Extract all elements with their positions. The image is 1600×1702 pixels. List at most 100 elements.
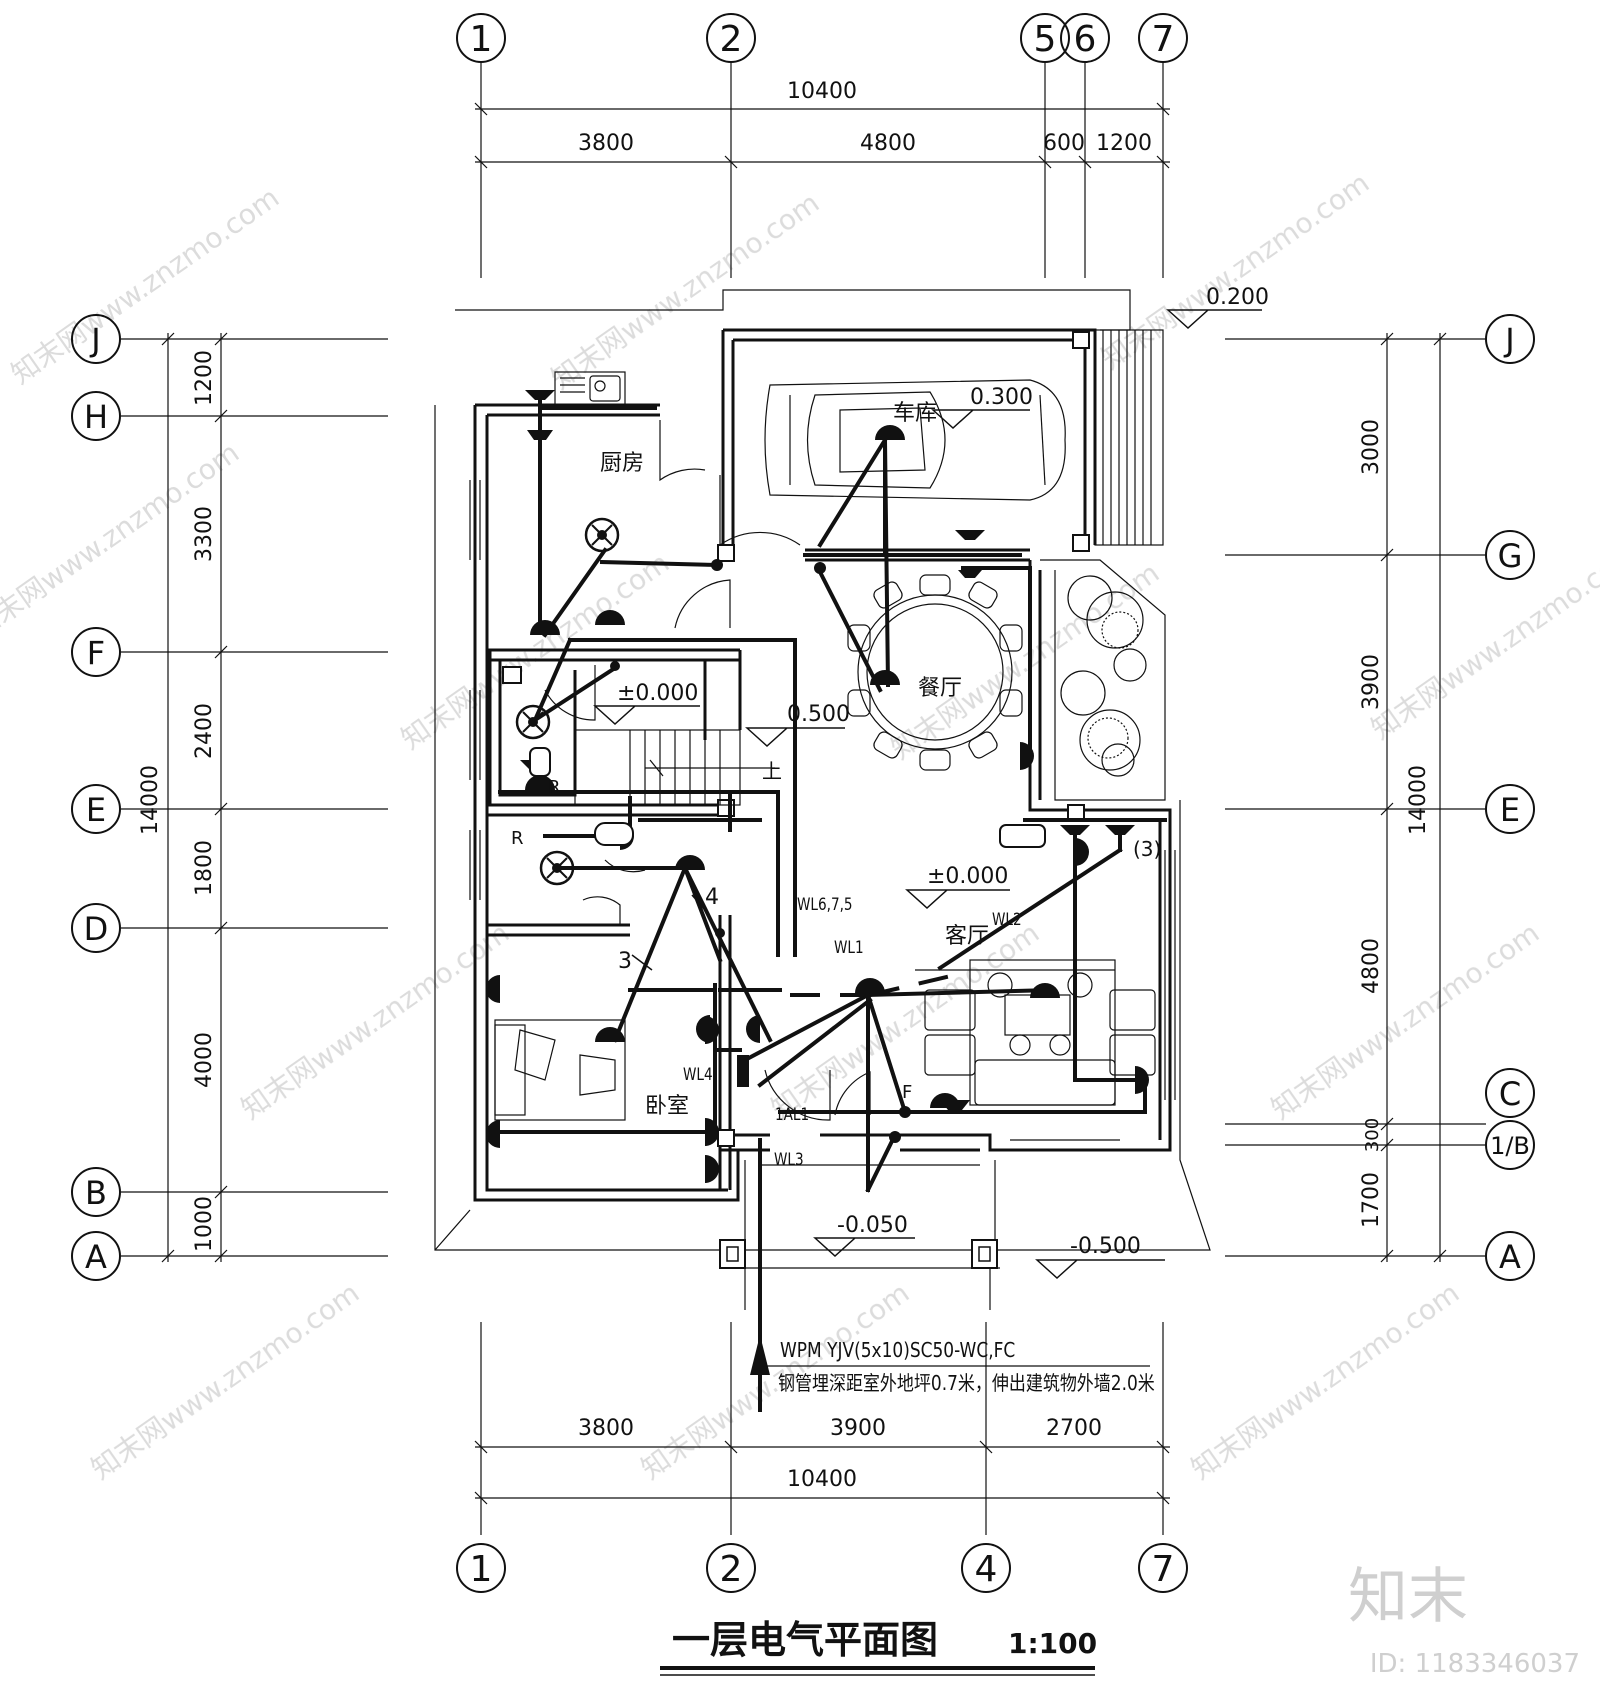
feeder-cable-spec: WPM YJV(5x10)SC50-WC,FC <box>780 1340 1015 1363</box>
brand-watermark: 知末 ID: 1183346037 <box>1348 1562 1580 1679</box>
water-heater-icon <box>502 666 522 684</box>
circuit-count: 3 <box>618 949 632 974</box>
dim-left: 1800 <box>192 840 217 896</box>
dim-bottom: 3800 <box>578 1416 634 1441</box>
axis-bubble <box>706 1543 756 1593</box>
dim-left: 3300 <box>192 506 217 562</box>
switch-icon <box>610 661 620 671</box>
feeder-arrow <box>750 1335 770 1375</box>
watermark-text: 知末网www.znzmo.com <box>1365 536 1600 746</box>
circuit-tags: WL6,7,5 WL1 WL2 WL3 WL4 1AL1 3 4 (3) F R… <box>511 759 1161 1169</box>
room-living: 客厅 <box>945 924 989 949</box>
wall-socket-icon <box>705 1118 719 1146</box>
axis-label: B <box>85 1174 107 1212</box>
dim-right: 3900 <box>1359 654 1384 710</box>
dim-left: 1200 <box>192 350 217 406</box>
wall-socket-icon <box>696 1015 710 1043</box>
axis-label: 6 <box>1074 19 1097 60</box>
circuit-wl675: WL6,7,5 <box>797 895 853 915</box>
brand-logo-text: 知末 <box>1348 1562 1468 1632</box>
axis-bubbles: 1 2 5 6 7 1 2 4 7 J H F E D B A J <box>71 13 1535 1593</box>
axis-label: 7 <box>1152 19 1175 60</box>
washbasin-icon <box>594 822 634 846</box>
axis-label: 4 <box>975 1549 998 1590</box>
level-outdoor: -0.500 <box>1070 1234 1141 1259</box>
fan-switch-tag: F <box>902 1082 912 1103</box>
wall-light-icon <box>1060 825 1090 835</box>
building-walls <box>434 289 1211 1310</box>
switch-icon <box>814 562 826 574</box>
wall-socket-icon <box>1020 742 1034 770</box>
dining-table <box>847 574 1023 771</box>
room-garage: 车库 <box>893 401 937 426</box>
axis-label: A <box>1499 1238 1521 1276</box>
garden-plants <box>1060 575 1147 777</box>
wall-socket-icon <box>486 975 500 1003</box>
fixtures <box>486 390 1149 1183</box>
watermark-text: 知末网www.znzmo.com <box>235 916 515 1126</box>
axis-label: 1 <box>470 19 493 60</box>
ceiling-light-icon <box>530 620 560 635</box>
axis-label: D <box>84 910 109 948</box>
dim-top: 4800 <box>860 131 916 156</box>
axis-bubble <box>1138 1543 1188 1593</box>
ceiling-light-icon <box>1030 983 1060 998</box>
level-bath: ±0.000 <box>617 681 698 706</box>
room-labels: 厨房 车库 餐厅 客厅 卧室 <box>600 401 989 1119</box>
distribution-panel-icon <box>737 1055 749 1087</box>
wall-light-icon <box>525 390 555 400</box>
axis-grid-lines <box>121 62 1486 1535</box>
axis-bubble <box>1060 13 1110 63</box>
entrance-steps <box>1040 329 1166 801</box>
axis-label: 1 <box>470 1549 493 1590</box>
level-living: ±0.000 <box>927 864 1008 889</box>
axis-label: E <box>1500 791 1520 829</box>
dim-left: 4000 <box>192 1032 217 1088</box>
dim-top-total: 10400 <box>787 79 857 104</box>
room-kitchen: 厨房 <box>600 451 644 476</box>
axis-label: C <box>1499 1075 1521 1113</box>
ceiling-light-icon <box>675 855 705 870</box>
circuit-wl2: WL2 <box>992 910 1022 930</box>
dim-top: 1200 <box>1096 131 1152 156</box>
axis-label: J <box>89 321 100 359</box>
image-id: ID: 1183346037 <box>1370 1649 1580 1679</box>
level-entrance: 0.200 <box>1206 285 1269 310</box>
dimension-lines <box>161 102 1447 1505</box>
exhaust-fan-icon <box>539 850 575 886</box>
axis-bubble <box>1138 13 1188 63</box>
dimension-texts: 10400 3800 4800 600 1200 3800 3900 2700 … <box>138 79 1431 1492</box>
stair-up-label: 上 <box>762 759 782 783</box>
axis-label: A <box>85 1238 107 1276</box>
switch-icon <box>889 1131 901 1143</box>
dim-left-total: 14000 <box>138 765 163 835</box>
axis-label: G <box>1498 537 1523 575</box>
dim-left: 2400 <box>192 703 217 759</box>
circuit-wl1: WL1 <box>834 938 864 958</box>
ceiling-light-icon <box>595 1027 625 1042</box>
circuit-wl4: WL4 <box>683 1065 713 1085</box>
circuit-wl3: WL3 <box>774 1150 804 1170</box>
axis-label: 7 <box>1152 1549 1175 1590</box>
watermark-text: 知末网www.znzmo.com <box>545 186 825 396</box>
axis-bubble <box>456 13 506 63</box>
circuit-count: (3) <box>1133 837 1161 861</box>
axis-label: F <box>87 634 105 672</box>
ceiling-light-icon <box>875 425 905 440</box>
door-swings <box>544 420 871 1121</box>
room-dining: 餐厅 <box>918 676 962 701</box>
wall-light-icon <box>940 1100 970 1110</box>
bedroom-bed <box>494 1019 626 1121</box>
dim-left: 1000 <box>192 1196 217 1252</box>
axis-label: H <box>84 398 108 436</box>
dim-right: 3000 <box>1359 419 1384 475</box>
axis-label: 1/B <box>1490 1132 1530 1160</box>
axis-bubble <box>961 1543 1011 1593</box>
switch-icon <box>715 928 725 938</box>
heater-tag: R <box>511 828 524 849</box>
ceiling-light-icon <box>855 978 885 993</box>
feeder-note: WPM YJV(5x10)SC50-WC,FC 钢管埋深距室外地坪0.7米，伸出… <box>766 1340 1155 1395</box>
circuit-count: 4 <box>705 885 719 910</box>
wall-socket-icon <box>705 1155 719 1183</box>
